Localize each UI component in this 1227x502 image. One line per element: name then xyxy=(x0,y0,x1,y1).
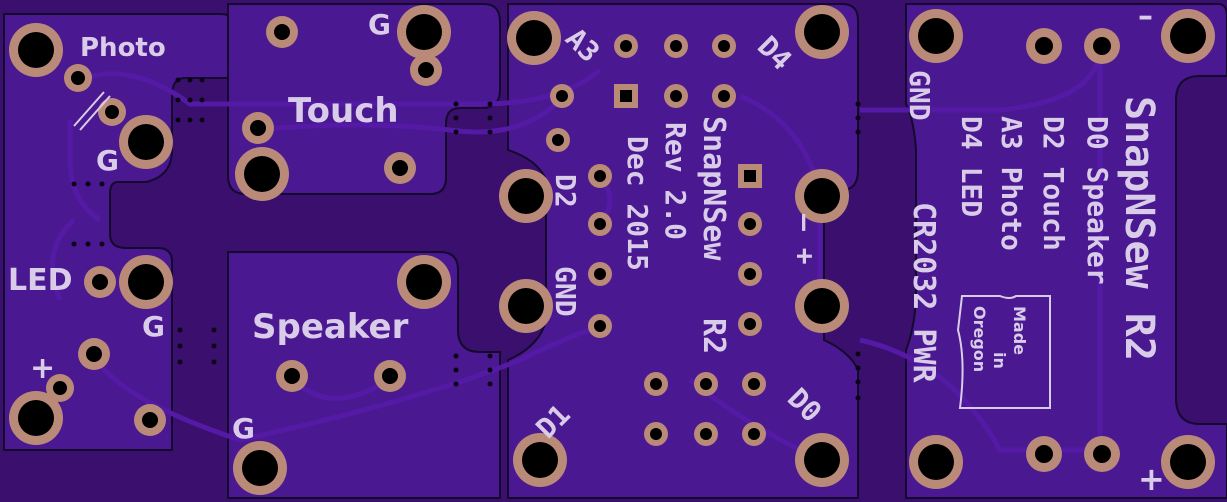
photo-g-label: G xyxy=(96,144,119,177)
d2-label: D2 xyxy=(549,174,582,208)
touch-g-label: G xyxy=(368,8,391,41)
led-label: LED xyxy=(8,263,73,298)
snap-pad[interactable] xyxy=(499,279,553,333)
battery-gnd-label: GND xyxy=(903,70,936,121)
snap-pad[interactable] xyxy=(119,255,173,309)
rev-line-1: SnapNSew xyxy=(696,116,731,261)
pinout-line-3: A3 Photo xyxy=(995,116,1028,251)
led-plus-label: + xyxy=(30,351,55,386)
speaker-g-label: G xyxy=(232,412,255,445)
snap-pad[interactable] xyxy=(119,115,173,169)
photo-sensor-symbol xyxy=(73,91,111,131)
snap-pad[interactable] xyxy=(909,435,963,489)
snap-pad[interactable] xyxy=(499,169,553,223)
led-g-label: G xyxy=(142,310,165,343)
snap-pad[interactable] xyxy=(795,433,849,487)
pinout-line-2: D2 Touch xyxy=(1037,116,1070,251)
made-in-oregon-badge: Made in Oregon xyxy=(956,295,1051,409)
snap-pad[interactable] xyxy=(795,169,849,223)
snap-pad[interactable] xyxy=(1161,9,1215,63)
pinout-line-1: D0 Speaker xyxy=(1081,116,1114,285)
board-title: SnapNSew R2 xyxy=(1116,96,1162,361)
speaker-module-outline xyxy=(227,251,501,499)
battery-minus-label: – xyxy=(1138,0,1153,34)
snap-pad[interactable] xyxy=(233,441,287,495)
snap-pad[interactable] xyxy=(795,279,849,333)
core-gnd-label: GND xyxy=(549,266,582,317)
snap-pad[interactable] xyxy=(1161,435,1215,489)
made-in-line-3: Oregon xyxy=(970,306,989,372)
snap-pad[interactable] xyxy=(397,5,451,59)
via-dots xyxy=(71,77,861,401)
made-in-line-1: Made xyxy=(1010,306,1029,355)
snap-pad[interactable] xyxy=(397,255,451,309)
snap-pad[interactable] xyxy=(9,391,63,445)
snap-pad[interactable] xyxy=(235,147,289,201)
speaker-label: Speaker xyxy=(252,307,409,347)
through-hole-pad xyxy=(46,16,1120,472)
snap-pad[interactable] xyxy=(795,5,849,59)
snap-pad[interactable] xyxy=(513,433,567,487)
photo-label: Photo xyxy=(80,33,166,63)
rev-line-2: Rev 2.0 xyxy=(659,122,692,240)
header-pins xyxy=(546,34,766,446)
snap-pad[interactable] xyxy=(9,23,63,77)
minus-plus-label: – + xyxy=(789,214,822,265)
touch-label: Touch xyxy=(288,91,399,131)
battery-label: CR2032 PWR xyxy=(906,202,941,384)
pinout-line-4: D4 LED xyxy=(955,116,988,217)
rev-line-3: Dec 2015 xyxy=(621,136,654,271)
snap-pad[interactable] xyxy=(909,9,963,63)
made-in-line-2: in xyxy=(990,352,1009,369)
pad-layer xyxy=(9,5,1215,495)
rev-r2-label: R2 xyxy=(696,318,731,354)
snap-pad[interactable] xyxy=(507,11,561,65)
battery-plus-label: + xyxy=(1138,460,1165,498)
